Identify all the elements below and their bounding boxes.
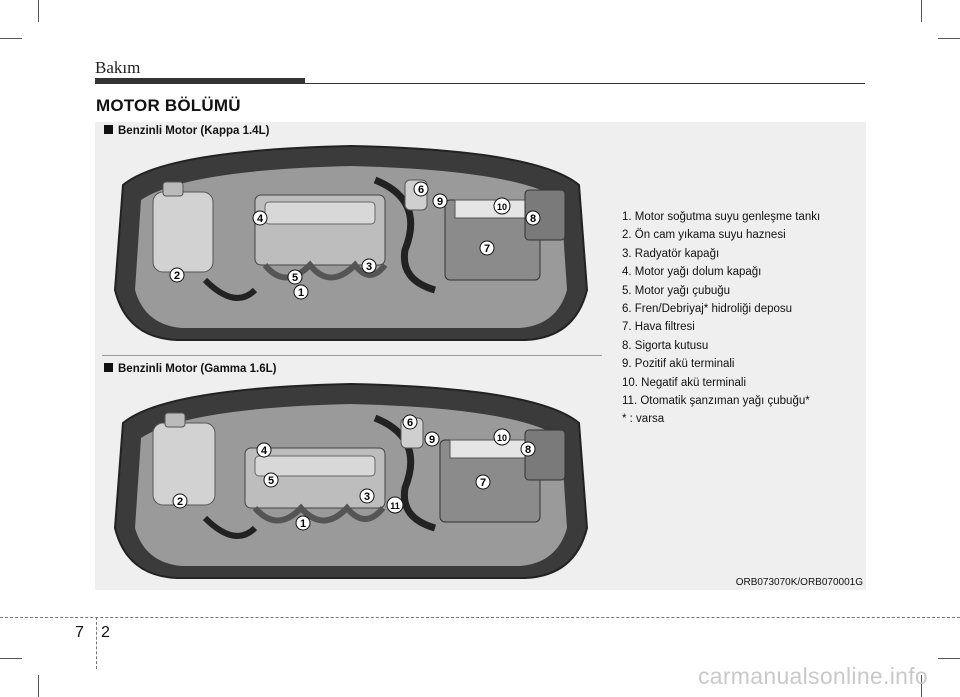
- callout-7: 7: [475, 474, 491, 490]
- crop-mark: [0, 38, 22, 39]
- section-header: Bakım: [95, 58, 141, 77]
- figure-subtitle-gamma: Benzinli Motor (Gamma 1.6L): [104, 363, 276, 375]
- svg-text:10: 10: [497, 202, 507, 212]
- svg-text:1: 1: [298, 287, 304, 299]
- legend-item: 2. Ön cam yıkama suyu haznesi: [622, 229, 786, 242]
- crop-mark: [0, 658, 22, 659]
- chapter-number: 7: [75, 624, 84, 641]
- callout-5: 5: [287, 269, 303, 285]
- svg-text:10: 10: [497, 433, 507, 443]
- callout-3: 3: [359, 488, 375, 504]
- page-number: 2: [101, 624, 110, 641]
- engine-illustration-kappa: 1 2 3 4 5 6 7 8 9 10: [105, 140, 597, 348]
- component-legend: 1. Motor soğutma suyu genleşme tankı 2. …: [622, 208, 820, 429]
- crop-mark: [938, 38, 960, 39]
- callout-2: 2: [169, 267, 185, 283]
- callout-11: 11: [386, 496, 404, 514]
- callout-9: 9: [424, 431, 440, 447]
- footer-separator: [96, 617, 97, 669]
- svg-text:5: 5: [292, 272, 298, 284]
- header-rule: [95, 83, 865, 84]
- callout-8: 8: [525, 210, 541, 226]
- figure-subtitle-kappa: Benzinli Motor (Kappa 1.4L): [104, 125, 269, 137]
- svg-text:5: 5: [268, 475, 274, 487]
- svg-text:2: 2: [177, 496, 183, 508]
- figure-panel: Benzinli Motor (Kappa 1.4L): [95, 122, 866, 590]
- legend-item: 6. Fren/Debriyaj* hidroliği deposu: [622, 303, 793, 316]
- engine-illustration-gamma: 1 2 3 4 5 6 7 8 9 10 11: [105, 378, 597, 586]
- watermark: carmanualsonline.info: [697, 663, 928, 689]
- callout-1: 1: [293, 284, 309, 300]
- callout-4: 4: [252, 210, 268, 226]
- legend-item: 8. Sigorta kutusu: [622, 339, 709, 352]
- footer-rule: [0, 617, 960, 618]
- callout-6: 6: [402, 414, 418, 430]
- svg-text:3: 3: [364, 491, 370, 503]
- figure-code: ORB073070K/ORB070001G: [735, 577, 863, 588]
- callout-9: 9: [432, 193, 448, 209]
- square-bullet-icon: [104, 363, 113, 372]
- callout-6: 6: [413, 181, 429, 197]
- legend-item: 1. Motor soğutma suyu genleşme tankı: [622, 211, 821, 223]
- crop-mark: [921, 0, 922, 22]
- legend-item: 9. Pozitif akü terminali: [622, 358, 735, 371]
- svg-text:3: 3: [366, 261, 372, 273]
- figure-divider: [102, 355, 602, 356]
- callout-3: 3: [361, 258, 377, 274]
- callout-10: 10: [493, 197, 511, 215]
- page-title: MOTOR BÖLÜMÜ: [96, 96, 241, 115]
- svg-text:6: 6: [407, 417, 413, 429]
- svg-text:6: 6: [418, 184, 424, 196]
- callout-4: 4: [256, 442, 272, 458]
- header-rule-accent: [95, 78, 305, 84]
- callout-5: 5: [263, 472, 279, 488]
- crop-mark: [938, 658, 960, 659]
- legend-item: 5. Motor yağı çubuğu: [622, 284, 731, 297]
- engine-bay-gamma: 1 2 3 4 5 6 7 8 9 10 11: [113, 382, 589, 579]
- svg-text:4: 4: [257, 213, 264, 225]
- svg-text:4: 4: [261, 445, 268, 457]
- square-bullet-icon: [104, 125, 113, 134]
- legend-item: 11. Otomatik şanzıman yağı çubuğu*: [622, 395, 810, 408]
- callout-10: 10: [493, 428, 511, 446]
- svg-text:7: 7: [484, 243, 490, 255]
- callout-7: 7: [479, 240, 495, 256]
- callout-1: 1: [295, 515, 311, 531]
- legend-footnote: * : varsa: [622, 413, 665, 426]
- crop-mark: [921, 675, 922, 697]
- svg-text:7: 7: [480, 477, 486, 489]
- svg-text:9: 9: [437, 196, 443, 208]
- legend-item: 4. Motor yağı dolum kapağı: [622, 266, 762, 279]
- engine-bay-kappa: 1 2 3 4 5 6 7 8 9 10: [113, 144, 589, 341]
- callout-2: 2: [172, 493, 188, 509]
- crop-mark: [38, 0, 39, 22]
- legend-item: 10. Negatif akü terminali: [622, 376, 747, 389]
- svg-text:2: 2: [174, 270, 180, 282]
- legend-item: 3. Radyatör kapağı: [622, 247, 720, 260]
- svg-text:8: 8: [525, 444, 531, 456]
- svg-text:11: 11: [390, 501, 400, 511]
- svg-text:9: 9: [429, 434, 435, 446]
- callout-8: 8: [520, 441, 536, 457]
- svg-text:1: 1: [300, 518, 306, 530]
- legend-item: 7. Hava filtresi: [622, 321, 695, 334]
- crop-mark: [38, 675, 39, 697]
- svg-text:8: 8: [530, 213, 536, 225]
